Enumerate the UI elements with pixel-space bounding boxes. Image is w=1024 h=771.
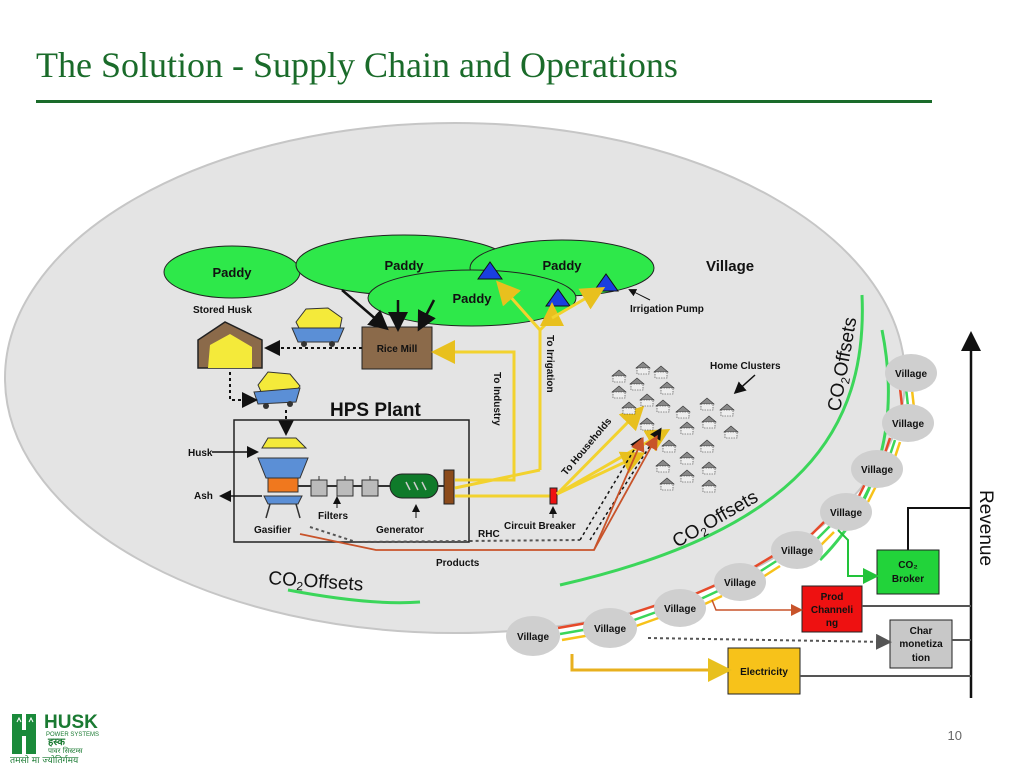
- village-node: Village: [882, 404, 934, 442]
- paddy-label: Paddy: [452, 291, 492, 306]
- logo-brand: HUSK: [44, 712, 98, 733]
- rice-mill-label: Rice Mill: [377, 344, 418, 355]
- rhc-flow: [309, 526, 581, 544]
- revenue-label: Revenue: [975, 490, 996, 566]
- svg-text:Village: Village: [895, 369, 927, 380]
- village-label: Village: [706, 258, 754, 275]
- svg-text:CO₂: CO₂: [898, 560, 917, 571]
- irrigation-pump-icon: [477, 261, 503, 280]
- svg-text:Prod: Prod: [821, 592, 844, 603]
- svg-text:Village: Village: [664, 604, 696, 615]
- ash-output-label: Ash: [194, 491, 213, 502]
- village-node: Village: [851, 450, 903, 488]
- husk-power-logo: HUSK POWER SYSTEMS हस्क पावर सिस्टम्स तम…: [8, 708, 138, 766]
- to-irrigation-label: To Irrigation: [544, 335, 555, 393]
- power-to-irrigation: [454, 468, 541, 490]
- gasifier-label: Gasifier: [254, 525, 291, 536]
- svg-text:Village: Village: [781, 546, 813, 557]
- svg-text:ng: ng: [826, 618, 838, 629]
- village-node: Village: [506, 616, 560, 656]
- irrigation-pump-label: Irrigation Pump: [630, 304, 704, 315]
- circuit-breaker-icon: [549, 487, 558, 505]
- rhc-label: RHC: [478, 529, 500, 540]
- electricity-box: Electricity: [727, 647, 801, 695]
- generator-icon: [389, 469, 455, 505]
- husk-cart-icon: [291, 307, 345, 347]
- co2-broker-box: CO₂ Broker: [876, 549, 940, 595]
- village-node: Village: [583, 608, 637, 648]
- svg-text:Village: Village: [830, 508, 862, 519]
- home-clusters-label: Home Clusters: [710, 361, 781, 372]
- products-flow: [299, 434, 658, 551]
- logo-motto: तमसो मा ज्योतिर्गमय: [10, 754, 79, 766]
- svg-text:Village: Village: [892, 419, 924, 430]
- to-industry-label: To Industry: [491, 372, 502, 426]
- svg-text:tion: tion: [912, 653, 930, 664]
- co2-offsets-line-bottom: [287, 588, 421, 605]
- village-node: Village: [654, 589, 706, 627]
- irrigation-pump-icon: [593, 273, 619, 292]
- generator-label: Generator: [376, 525, 424, 536]
- page-number: 10: [947, 728, 962, 743]
- logo-hindi-sub: पावर सिस्टम्स: [48, 746, 83, 755]
- title-underline: [36, 100, 932, 103]
- husk-leaf-icon: [12, 714, 36, 754]
- stored-husk-icon: [197, 321, 263, 369]
- husk-cart-icon: [253, 371, 301, 409]
- logo-hindi-brand: हस्क: [47, 737, 66, 748]
- paddy-label: Paddy: [542, 258, 582, 273]
- svg-text:Channeli: Channeli: [811, 605, 853, 616]
- filters-label: Filters: [318, 511, 348, 522]
- svg-text:Char: Char: [910, 626, 933, 637]
- power-to-industry: [431, 340, 516, 482]
- svg-text:Broker: Broker: [892, 574, 924, 585]
- husk-input-label: Husk: [188, 448, 213, 459]
- char-monetization-box: Char monetiza tion: [889, 619, 953, 669]
- paddy-field-1: Paddy: [163, 245, 301, 299]
- village-node: Village: [820, 493, 872, 531]
- paddy-label: Paddy: [384, 258, 424, 273]
- svg-text:Village: Village: [594, 624, 626, 635]
- paddy-label: Paddy: [212, 265, 252, 280]
- logo-tagline: POWER SYSTEMS: [46, 732, 99, 738]
- filters-icon: [310, 476, 379, 497]
- village-node: Village: [885, 354, 937, 392]
- svg-text:monetiza: monetiza: [899, 639, 943, 650]
- prod-channeling-box: Prod Channeli ng: [801, 585, 863, 633]
- rice-mill: Rice Mill: [361, 326, 433, 370]
- co2-offsets-label-bottom: CO2Offsets: [268, 568, 364, 598]
- slide-title: The Solution - Supply Chain and Operatio…: [36, 45, 678, 85]
- irrigation-flow: [496, 280, 606, 470]
- stored-husk-label: Stored Husk: [193, 305, 252, 316]
- hps-plant-label: HPS Plant: [330, 400, 421, 421]
- svg-text:Electricity: Electricity: [740, 667, 788, 678]
- co2-offsets-line-outer: [559, 294, 864, 587]
- co2-offsets-label-right: CO2Offsets: [824, 316, 863, 414]
- svg-text:Village: Village: [724, 578, 756, 589]
- village-node: Village: [771, 531, 823, 569]
- svg-text:Village: Village: [517, 632, 549, 643]
- svg-text:Village: Village: [861, 465, 893, 476]
- products-label: Products: [436, 558, 480, 569]
- circuit-breaker-label: Circuit Breaker: [504, 521, 576, 532]
- village-node: Village: [714, 563, 766, 601]
